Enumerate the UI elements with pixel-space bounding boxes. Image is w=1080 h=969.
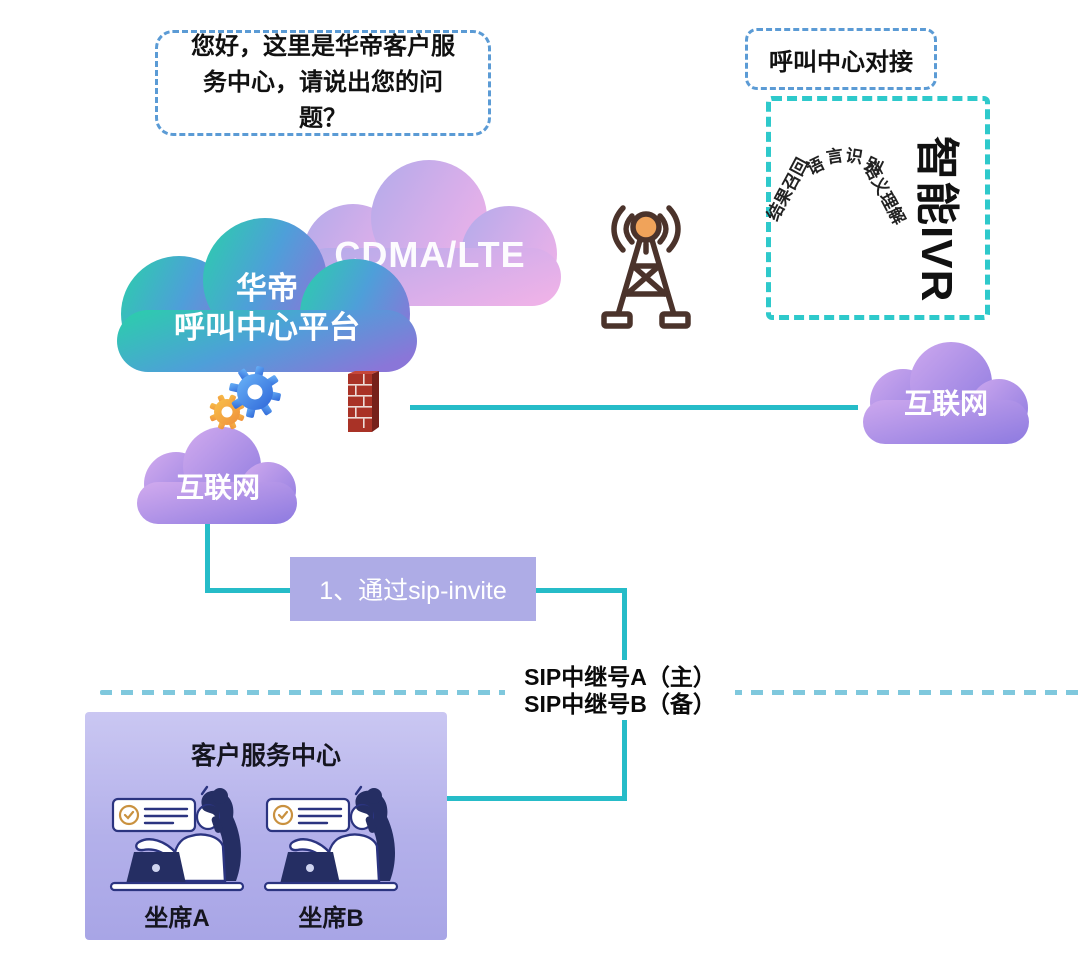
- internet-cloud-right: 互联网: [853, 338, 1039, 448]
- smart-ivr-title: 智能IVR: [912, 136, 961, 303]
- platform-label-line2: 呼叫中心平台: [174, 309, 360, 345]
- internet-left-label: 互联网: [175, 472, 260, 503]
- agent-icon: [261, 784, 401, 902]
- platform-label: 华帝 呼叫中心平台: [103, 270, 431, 348]
- ivr-section-header: 呼叫中心对接: [745, 28, 937, 90]
- internet-cloud-left: 互联网: [128, 422, 308, 528]
- sip-invite-step: 1、通过sip-invite: [290, 557, 536, 621]
- link-down-upper: [622, 588, 627, 660]
- link-platform-to-internet: [410, 405, 858, 410]
- platform-cloud: 华帝 呼叫中心平台: [103, 218, 431, 376]
- smart-ivr-panel: [766, 96, 990, 320]
- link-into-sip-box: [205, 588, 291, 593]
- sip-trunk-a-label: SIP中继号A（主）: [524, 664, 716, 690]
- ivr-capability-speech-char: 言: [824, 145, 845, 168]
- agent-icon: [107, 784, 247, 902]
- link-down-lower: [622, 718, 627, 801]
- firewall-icon: [348, 371, 379, 433]
- agent-b-label: 坐席B: [298, 905, 364, 932]
- link-sip-box-right: [536, 588, 627, 593]
- agent-a-label: 坐席A: [144, 905, 210, 932]
- link-internet-down: [205, 520, 210, 593]
- sip-trunk-b-label: SIP中继号B（备）: [524, 691, 716, 718]
- ivr-header-text: 呼叫中心对接: [769, 48, 913, 76]
- greeting-speech-bubble: 您好，这里是华帝客户服务中心，请说出您的问题？: [155, 30, 491, 136]
- gears-icon: [205, 358, 285, 434]
- cell-tower-icon: [596, 200, 696, 336]
- greeting-text: 您好，这里是华帝客户服务中心，请说出您的问题？: [191, 33, 455, 132]
- sip-trunk-labels: SIP中继号A（主） SIP中继号B（备）: [505, 662, 735, 721]
- sip-invite-label: 1、通过sip-invite: [319, 577, 507, 605]
- customer-service-center-box: 客户服务中心: [85, 712, 447, 940]
- internet-right-label: 互联网: [903, 388, 988, 419]
- link-to-service-box: [447, 796, 627, 801]
- platform-label-line1: 华帝: [236, 271, 298, 306]
- service-center-title: 客户服务中心: [190, 742, 341, 770]
